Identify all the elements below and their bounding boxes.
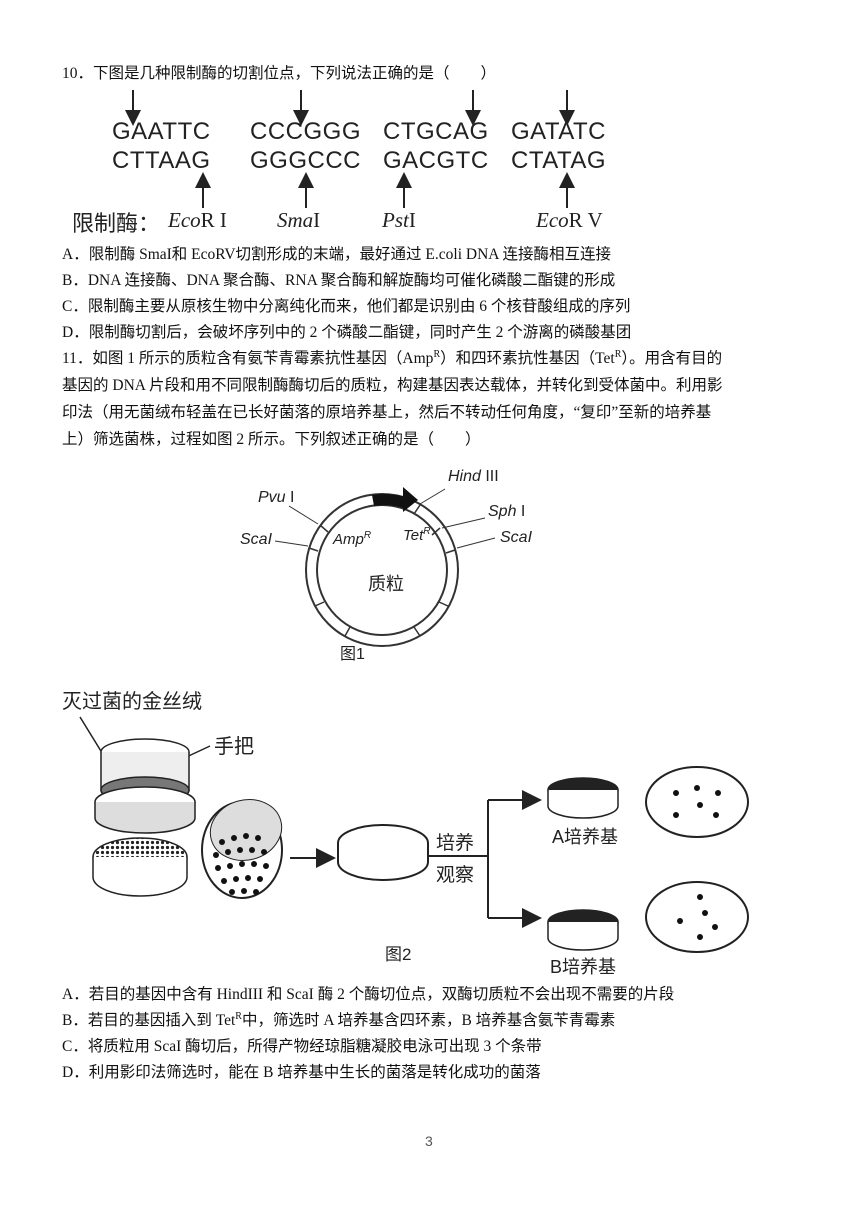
velvet-label: 灭过菌的金丝绒 (62, 691, 202, 713)
site-scai-left: ScaI (240, 531, 273, 548)
plate-a-colony (715, 790, 721, 796)
promoter-arrowhead (403, 487, 418, 512)
gene-tetr: TetR (403, 526, 431, 545)
plate-a-colony (713, 812, 719, 818)
velvet-face (201, 799, 283, 899)
site-scai-right: ScaI (500, 529, 533, 546)
enzyme-ecorv: EcoR V (536, 208, 603, 232)
plate-b-top-view (645, 881, 749, 953)
figure1-caption: 图1 (340, 646, 365, 663)
plate-a-colony (673, 790, 679, 796)
q10-option-c: C．限制酶主要从原核生物中分离纯化而来，他们都是识别由 6 个核苷酸组成的序列 (62, 298, 631, 315)
plate-b-colony (677, 918, 683, 924)
seq-smai-top: CCCGGG (250, 118, 361, 145)
seq-psti-top: CTGCAG (383, 118, 489, 145)
enzyme-smai: SmaI (277, 208, 321, 232)
seq-smai-bottom: GGGCCC (250, 147, 361, 174)
gene-ampr: AmpR (333, 530, 372, 549)
site-sphi: Sph I (488, 503, 526, 520)
q11-stem-line3: 印法（用无菌绒布轻盖在已长好菌落的原培养基上，然后不转动任何角度，“复印”至新的… (62, 404, 712, 421)
plasmid-label: 质粒 (368, 574, 404, 594)
plate-a-colony (673, 812, 679, 818)
promoter-block (372, 494, 405, 508)
site-pointer-lines (274, 488, 496, 549)
new-plate (337, 824, 429, 881)
seq-psti-bottom: GACGTC (383, 147, 489, 174)
plate-a-colonies (673, 785, 721, 818)
q10-option-a: A．限制酶 SmaI和 EcoRV切割形成的末端，最好通过 E.coli DNA… (62, 246, 611, 263)
plate-a-label: A培养基 (552, 827, 619, 847)
restriction-site-arrows (125, 90, 575, 208)
q11-option-d: D．利用影印法筛选时，能在 B 培养基中生长的菌落是转化成功的菌落 (62, 1064, 541, 1081)
plasmid-figure (274, 487, 496, 647)
seq-ecori-top: GAATTC (112, 118, 211, 145)
enzyme-psti: PstI (382, 208, 416, 232)
q11-stem-line4: 上）筛选菌株，过程如图 2 所示。下列叙述正确的是（ ） (62, 431, 481, 448)
q10-option-d: D．限制酶切割后，会破坏序列中的 2 个磷酸二酯键，同时产生 2 个游离的磷酸基… (62, 324, 632, 341)
seq-ecorv-top: GATATC (511, 118, 606, 145)
seq-ecorv-bottom: CTATAG (511, 147, 606, 174)
site-hindiii: Hind III (448, 468, 499, 485)
q11-stem-line2: 基因的 DNA 片段和用不同限制酶酶切后的质粒，构建基因表达载体，并转化到受体菌… (62, 377, 723, 394)
plate-a-top-view (645, 766, 749, 838)
q11-stem-line1: 11．如图 1 所示的质粒含有氨苄青霉素抗性基因（AmpR）和四环素抗性基因（T… (62, 348, 723, 367)
q11-option-b: B．若目的基因插入到 TetR中，筛选时 A 培养基含四环素，B 培养基含氨苄青… (62, 1010, 616, 1029)
q10-option-b: B．DNA 连接酶、DNA 聚合酶、RNA 聚合酶和解旋酶均可催化磷酸二酯键的形… (62, 272, 616, 289)
plate-a (547, 777, 619, 819)
seq-ecori-bottom: CTTAAG (112, 147, 211, 174)
plate-b-colony (697, 934, 703, 940)
q11-option-a: A．若目的基因中含有 HindIII 和 ScaI 酶 2 个酶切位点，双酶切质… (62, 986, 675, 1003)
culture-label: 培养 (436, 833, 475, 854)
plate-b-colonies (677, 894, 718, 940)
plasmid-outer-ring (305, 493, 459, 647)
site-pvui: Pvu I (258, 489, 295, 506)
enzyme-ecori: EcoR I (168, 208, 227, 232)
replica-plating-figure (79, 716, 749, 953)
plate-b (547, 909, 619, 951)
page-number: 3 (425, 1133, 433, 1149)
handle-label: 手把 (214, 736, 254, 758)
enzyme-label: 限制酶： (72, 211, 161, 236)
plate-a-colony (694, 785, 700, 791)
observe-label: 观察 (436, 865, 475, 886)
q11-option-c: C．将质粒用 ScaI 酶切后，所得产物经琼脂糖凝胶电泳可出现 3 个条带 (62, 1038, 542, 1055)
plate-b-colony (697, 894, 703, 900)
plate-a-colony (697, 802, 703, 808)
q10-stem: 10．下图是几种限制酶的切割位点，下列说法正确的是（ ） (62, 65, 497, 82)
figure2-caption: 图2 (385, 945, 412, 964)
plate-b-colony (712, 924, 718, 930)
ring-tick-marks (308, 504, 456, 637)
original-plate (92, 837, 188, 897)
plate-b-colony (702, 910, 708, 916)
plate-b-label: B培养基 (550, 957, 617, 977)
velvet-stamp (94, 738, 196, 834)
